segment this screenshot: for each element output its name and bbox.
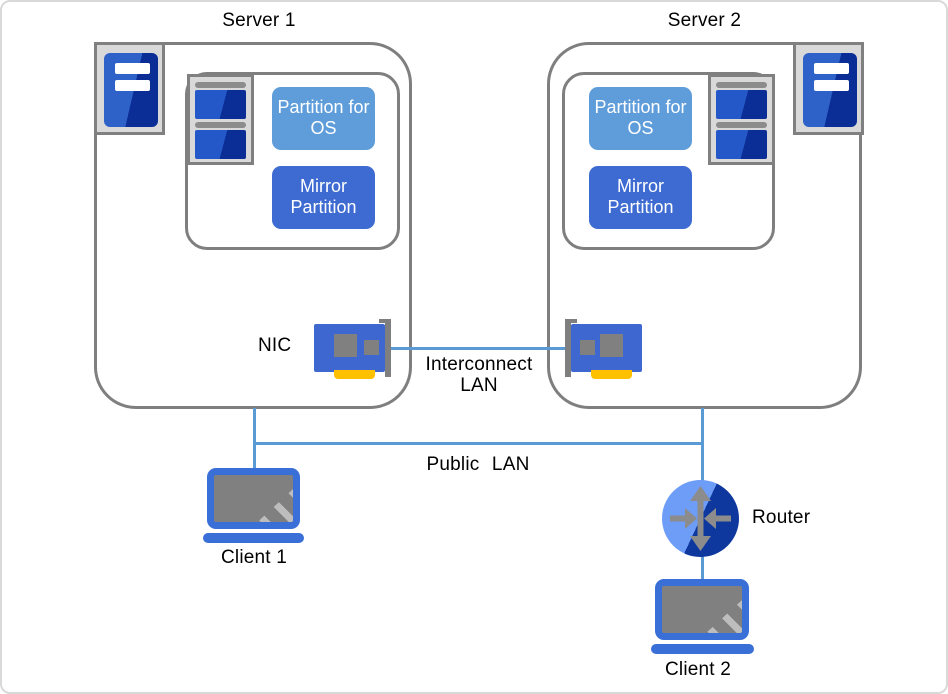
tower-body xyxy=(803,53,857,127)
client1-laptop-icon xyxy=(207,468,300,529)
public-lan-label: Public LAN xyxy=(426,454,530,475)
disk-body xyxy=(195,90,246,119)
nic-connector xyxy=(334,370,375,379)
interconnect-lan-line xyxy=(391,347,567,350)
disk-body xyxy=(195,130,246,159)
disk-cap xyxy=(716,122,767,128)
server2-os-partition: Partition for OS xyxy=(589,87,692,150)
tower-body xyxy=(104,53,158,127)
server2-tower-icon xyxy=(793,42,864,135)
tower-slot xyxy=(115,80,150,91)
nic-chip xyxy=(364,340,379,355)
server1-nic-icon xyxy=(314,324,385,372)
server1-tower-icon xyxy=(94,42,165,135)
tower-slot xyxy=(115,63,150,74)
server1-mirror-partition: Mirror Partition xyxy=(272,166,375,229)
nic-label: NIC xyxy=(258,335,292,356)
server2-disk-icon xyxy=(708,74,775,165)
nic-chip xyxy=(600,334,623,357)
server2-nic-icon xyxy=(571,324,642,372)
nic-bracket xyxy=(379,319,391,377)
server1-os-partition: Partition for OS xyxy=(272,87,375,150)
server1-client1-line xyxy=(253,408,256,469)
disk-body xyxy=(716,90,767,119)
server1-disk-icon xyxy=(187,74,254,165)
nic-chip xyxy=(334,334,357,357)
tower-slot xyxy=(814,80,849,91)
router-icon xyxy=(662,480,739,557)
nic-bracket xyxy=(565,319,577,377)
server2-router-line xyxy=(701,408,704,481)
interconnect-lan-label: Interconnect LAN xyxy=(425,354,533,396)
router-arrows xyxy=(670,486,731,551)
client1-laptop-base xyxy=(203,533,304,543)
nic-connector xyxy=(591,370,632,379)
server1-title: Server 1 xyxy=(222,10,296,31)
server2-mirror-partition: Mirror Partition xyxy=(589,166,692,229)
client1-label: Client 1 xyxy=(220,547,288,568)
router-label: Router xyxy=(752,507,811,528)
disk-body xyxy=(716,130,767,159)
disk-cap xyxy=(195,122,246,128)
nic-chip xyxy=(580,340,595,355)
client2-laptop-base xyxy=(651,644,754,654)
client2-laptop-icon xyxy=(655,579,749,640)
tower-slot xyxy=(814,63,849,74)
disk-cap xyxy=(195,82,246,88)
server2-title: Server 2 xyxy=(667,10,742,31)
disk-cap xyxy=(716,82,767,88)
public-lan-line xyxy=(253,442,704,445)
router-client2-line xyxy=(701,554,704,581)
client2-label: Client 2 xyxy=(664,659,732,680)
